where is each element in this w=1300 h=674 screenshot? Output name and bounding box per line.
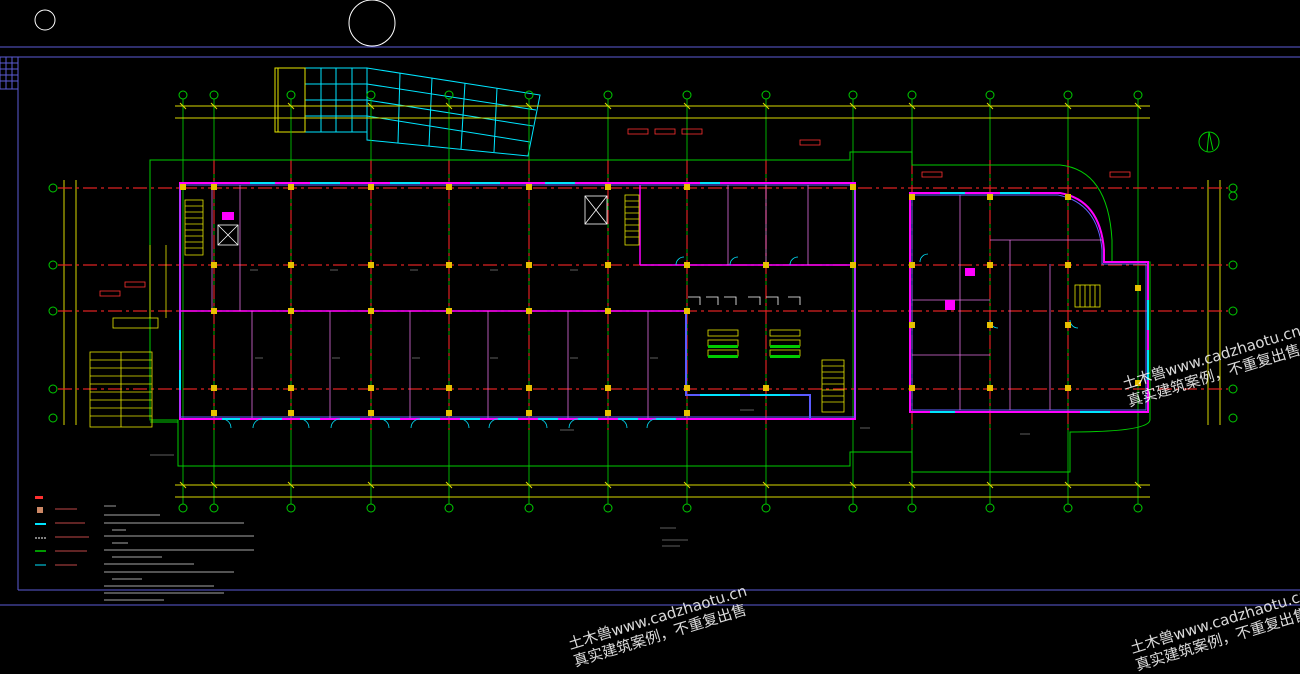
notes-block — [104, 505, 254, 601]
north-arrow-icon — [1198, 131, 1220, 153]
annotation-tags — [99, 128, 1131, 297]
elevator-shafts — [217, 195, 608, 246]
drawing-background — [0, 0, 1300, 655]
dimension-ticks — [179, 102, 1142, 489]
outer-boundary — [149, 151, 1151, 473]
windows — [179, 182, 1149, 420]
meeting-seats — [708, 345, 800, 358]
cad-drawing-canvas — [0, 0, 1300, 655]
drawing-circle-large — [348, 0, 396, 47]
stairs — [89, 194, 1101, 428]
room-partitions — [211, 185, 1102, 418]
drawing-frame — [0, 46, 1300, 606]
entrance-left — [112, 245, 167, 329]
skylight-frame — [274, 67, 306, 133]
legend-swatch-icon — [37, 507, 43, 513]
workstations — [688, 296, 801, 305]
dimension-lines — [63, 105, 1221, 498]
door-swings — [221, 253, 1079, 429]
toilet-fixtures — [222, 212, 975, 310]
skylight-grid — [304, 67, 541, 157]
side-axis-bubbles — [48, 183, 1238, 423]
cad-text-marks — [150, 269, 1030, 547]
legend — [35, 496, 89, 566]
columns — [180, 184, 1141, 416]
drawing-circle-small — [34, 9, 56, 31]
